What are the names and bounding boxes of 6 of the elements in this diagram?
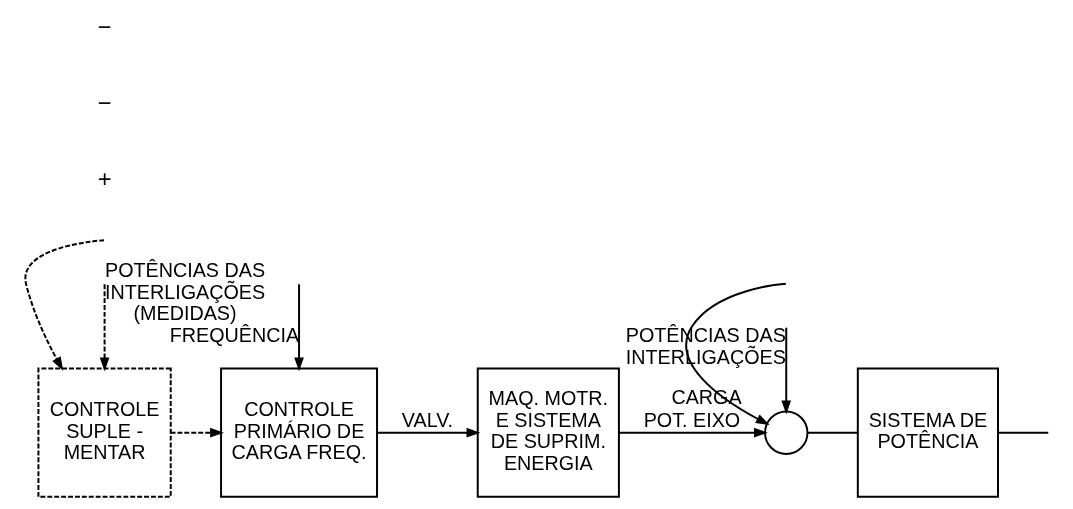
edge-label: POT. EIXO bbox=[643, 408, 740, 431]
label: − bbox=[97, 14, 111, 41]
edge-label: POTÊNCIAS DAS INTERLIGAÇÕES (MEDIDAS) bbox=[104, 259, 265, 325]
label: − bbox=[97, 90, 111, 117]
label: + bbox=[97, 166, 111, 193]
edge-label: VALV. bbox=[401, 408, 453, 431]
